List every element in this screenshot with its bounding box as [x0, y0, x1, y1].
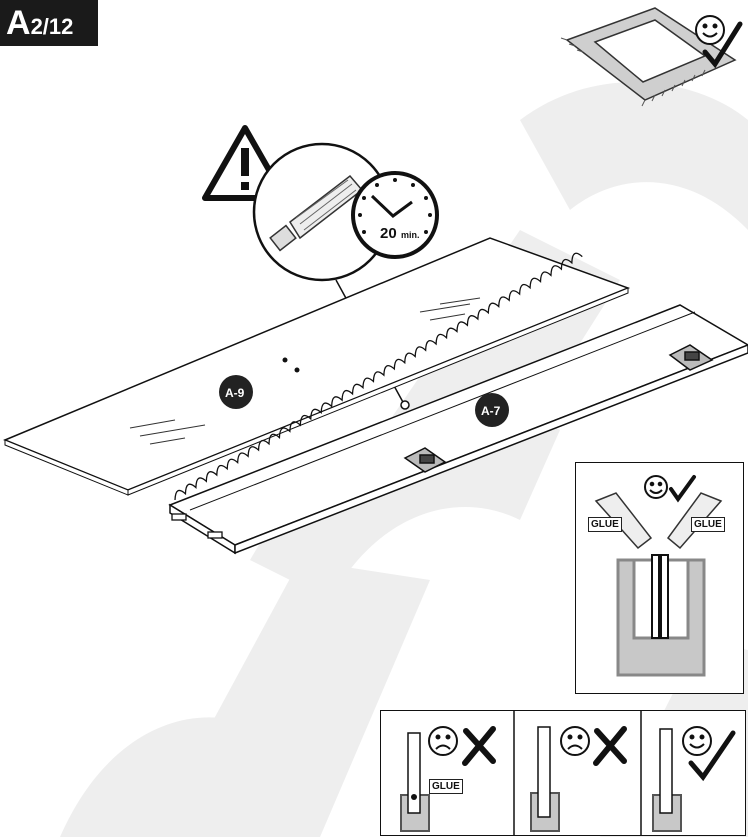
- step-letter: A: [6, 4, 31, 42]
- part-marker-a9: [219, 375, 253, 409]
- rug-icon: [560, 7, 743, 107]
- checkmark-icon: [669, 475, 696, 503]
- smiley-happy-icon: [644, 475, 668, 499]
- clock-icon: [351, 171, 439, 259]
- hinge-2: [668, 344, 714, 371]
- step-number: 2/12: [30, 14, 74, 39]
- clock-unit: min.: [401, 230, 420, 240]
- step-badge: A 2/12: [0, 0, 98, 46]
- part-marker-a7: [475, 393, 509, 427]
- smiley-sad-icon: [560, 726, 590, 756]
- glue-label-right: GLUE: [691, 517, 725, 532]
- glue-examples-row: GLUE: [380, 710, 746, 836]
- assembly-illustration: 20 min. A-9 A-7: [3, 125, 748, 555]
- hinge-1: [403, 447, 447, 473]
- checkmark-icon: [688, 730, 736, 782]
- example-correct: [652, 726, 736, 832]
- example-wrong-excess: [400, 726, 496, 832]
- cross-icon: [462, 726, 496, 766]
- smiley-happy-icon: [695, 15, 725, 45]
- clock-minutes: 20: [380, 225, 397, 242]
- glue-label-left: GLUE: [588, 517, 622, 532]
- glue-detail-panel: GLUE GLUE: [575, 462, 744, 694]
- glue-label-example: GLUE: [429, 779, 463, 794]
- part-label-a9: A-9: [225, 386, 245, 400]
- smiley-sad-icon: [428, 726, 458, 756]
- example-wrong-insufficient: [530, 726, 627, 832]
- smiley-happy-icon: [682, 726, 712, 756]
- cross-icon: [593, 726, 627, 766]
- checkmark-icon: [702, 21, 743, 69]
- part-label-a7: A-7: [481, 404, 501, 418]
